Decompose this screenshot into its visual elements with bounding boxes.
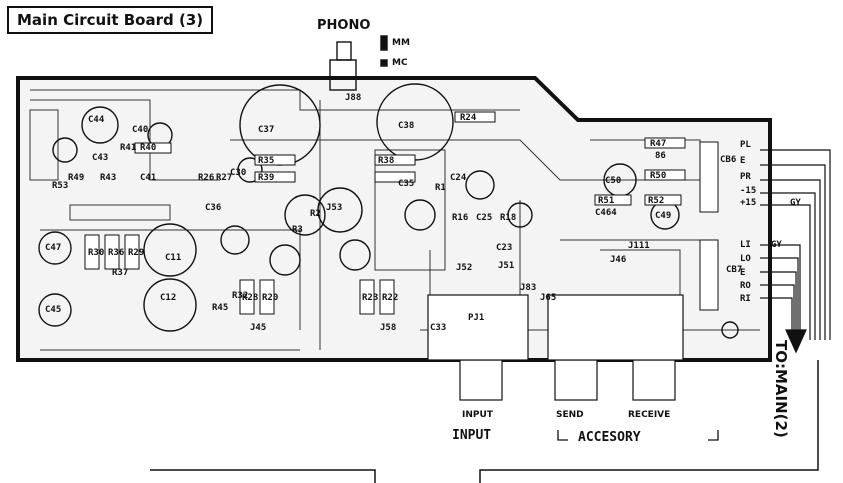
send-jack-label: SEND bbox=[556, 410, 584, 420]
component-label: J45 bbox=[250, 323, 266, 333]
component-label: J52 bbox=[456, 263, 472, 273]
phono-switch bbox=[329, 35, 388, 91]
component-label: R51 bbox=[598, 196, 614, 206]
input-jack-label: INPUT bbox=[462, 410, 493, 420]
cb7-label: CB7 bbox=[726, 265, 743, 275]
component-label: C43 bbox=[92, 153, 108, 163]
component-label: R1 bbox=[435, 183, 446, 193]
wires-to-main bbox=[150, 149, 831, 483]
component-label: R43 bbox=[100, 173, 116, 183]
receive-jack-label: RECEIVE bbox=[628, 410, 671, 420]
component-label: R36 bbox=[108, 248, 124, 258]
component-label: C41 bbox=[140, 173, 156, 183]
conn-li: LI bbox=[740, 240, 751, 250]
component-label: J58 bbox=[380, 323, 396, 333]
component-label: R29 bbox=[128, 248, 144, 258]
component-label: C23 bbox=[496, 243, 512, 253]
board-title: Main Circuit Board (3) bbox=[7, 6, 214, 34]
component-label: C44 bbox=[88, 115, 105, 125]
conn-p15: +15 bbox=[740, 198, 757, 208]
right-connector-block bbox=[699, 141, 719, 311]
component-label: R26 bbox=[198, 173, 214, 183]
component-label: C12 bbox=[160, 293, 176, 303]
board-outline bbox=[16, 76, 772, 362]
conn-ro: RO bbox=[740, 281, 751, 291]
component-label: R3 bbox=[292, 225, 303, 235]
resistors bbox=[84, 111, 686, 315]
component-label: R41 bbox=[120, 143, 136, 153]
component-label: PJ1 bbox=[468, 313, 484, 323]
input-section-label: INPUT bbox=[452, 428, 492, 443]
component-label: R52 bbox=[648, 196, 664, 206]
gy-label-bottom: GY bbox=[771, 240, 782, 250]
accessory-bracket bbox=[557, 430, 719, 441]
conn-lo: LO bbox=[740, 254, 751, 264]
component-label: R18 bbox=[500, 213, 516, 223]
component-label: C25 bbox=[476, 213, 492, 223]
conn-pl: PL bbox=[740, 140, 751, 150]
phono-label: PHONO bbox=[317, 18, 371, 33]
component-label: R50 bbox=[650, 171, 666, 181]
component-label: R20 bbox=[262, 293, 278, 303]
component-label: J53 bbox=[326, 203, 342, 213]
component-label: R37 bbox=[112, 268, 128, 278]
component-label: J51 bbox=[498, 261, 514, 271]
conn-e1: E bbox=[740, 156, 746, 166]
component-label: C35 bbox=[398, 179, 414, 189]
component-label: J88 bbox=[345, 93, 361, 103]
component-label: R28 bbox=[242, 293, 258, 303]
to-main-label: TO:MAIN(2) bbox=[772, 340, 790, 438]
component-label: R47 bbox=[650, 139, 666, 149]
component-label: R30 bbox=[88, 248, 104, 258]
cb6-label: CB6 bbox=[720, 155, 737, 165]
component-label: J65 bbox=[540, 293, 556, 303]
conn-e2: E bbox=[740, 268, 746, 278]
component-label: C11 bbox=[165, 253, 181, 263]
component-label: C24 bbox=[450, 173, 467, 183]
component-label: C38 bbox=[398, 121, 414, 131]
component-label: C45 bbox=[45, 305, 61, 315]
mm-label: MM bbox=[392, 38, 410, 48]
component-label: C49 bbox=[655, 211, 671, 221]
component-label: R38 bbox=[378, 156, 394, 166]
component-label: R39 bbox=[258, 173, 274, 183]
component-label: R2 bbox=[310, 209, 321, 219]
component-label: J111 bbox=[628, 241, 650, 251]
gy-label-top: GY bbox=[790, 198, 801, 208]
component-label: R49 bbox=[68, 173, 84, 183]
component-label: C36 bbox=[205, 203, 221, 213]
component-label: C37 bbox=[258, 125, 274, 135]
accessory-label: ACCESORY bbox=[578, 430, 641, 445]
component-label: 86 bbox=[655, 151, 666, 161]
conn-m15: -15 bbox=[740, 186, 757, 196]
component-label: R24 bbox=[460, 113, 477, 123]
component-label: C30 bbox=[230, 168, 246, 178]
component-label: J46 bbox=[610, 255, 626, 265]
component-label: R27 bbox=[216, 173, 232, 183]
component-label: R22 bbox=[382, 293, 398, 303]
component-label: C40 bbox=[132, 125, 148, 135]
component-label: R23 bbox=[362, 293, 378, 303]
component-label: R53 bbox=[52, 181, 68, 191]
conn-pr: PR bbox=[740, 172, 751, 182]
conn-ri: RI bbox=[740, 294, 751, 304]
component-label: C464 bbox=[595, 208, 617, 218]
component-label: C47 bbox=[45, 243, 61, 253]
component-label: R40 bbox=[140, 143, 156, 153]
component-label: C50 bbox=[605, 176, 621, 186]
component-label: J83 bbox=[520, 283, 536, 293]
component-label: C33 bbox=[430, 323, 446, 333]
component-label: R16 bbox=[452, 213, 468, 223]
component-label: R35 bbox=[258, 156, 274, 166]
jacks bbox=[427, 294, 684, 401]
mc-label: MC bbox=[392, 58, 408, 68]
component-label: R45 bbox=[212, 303, 228, 313]
component-label: R32 bbox=[232, 291, 248, 301]
